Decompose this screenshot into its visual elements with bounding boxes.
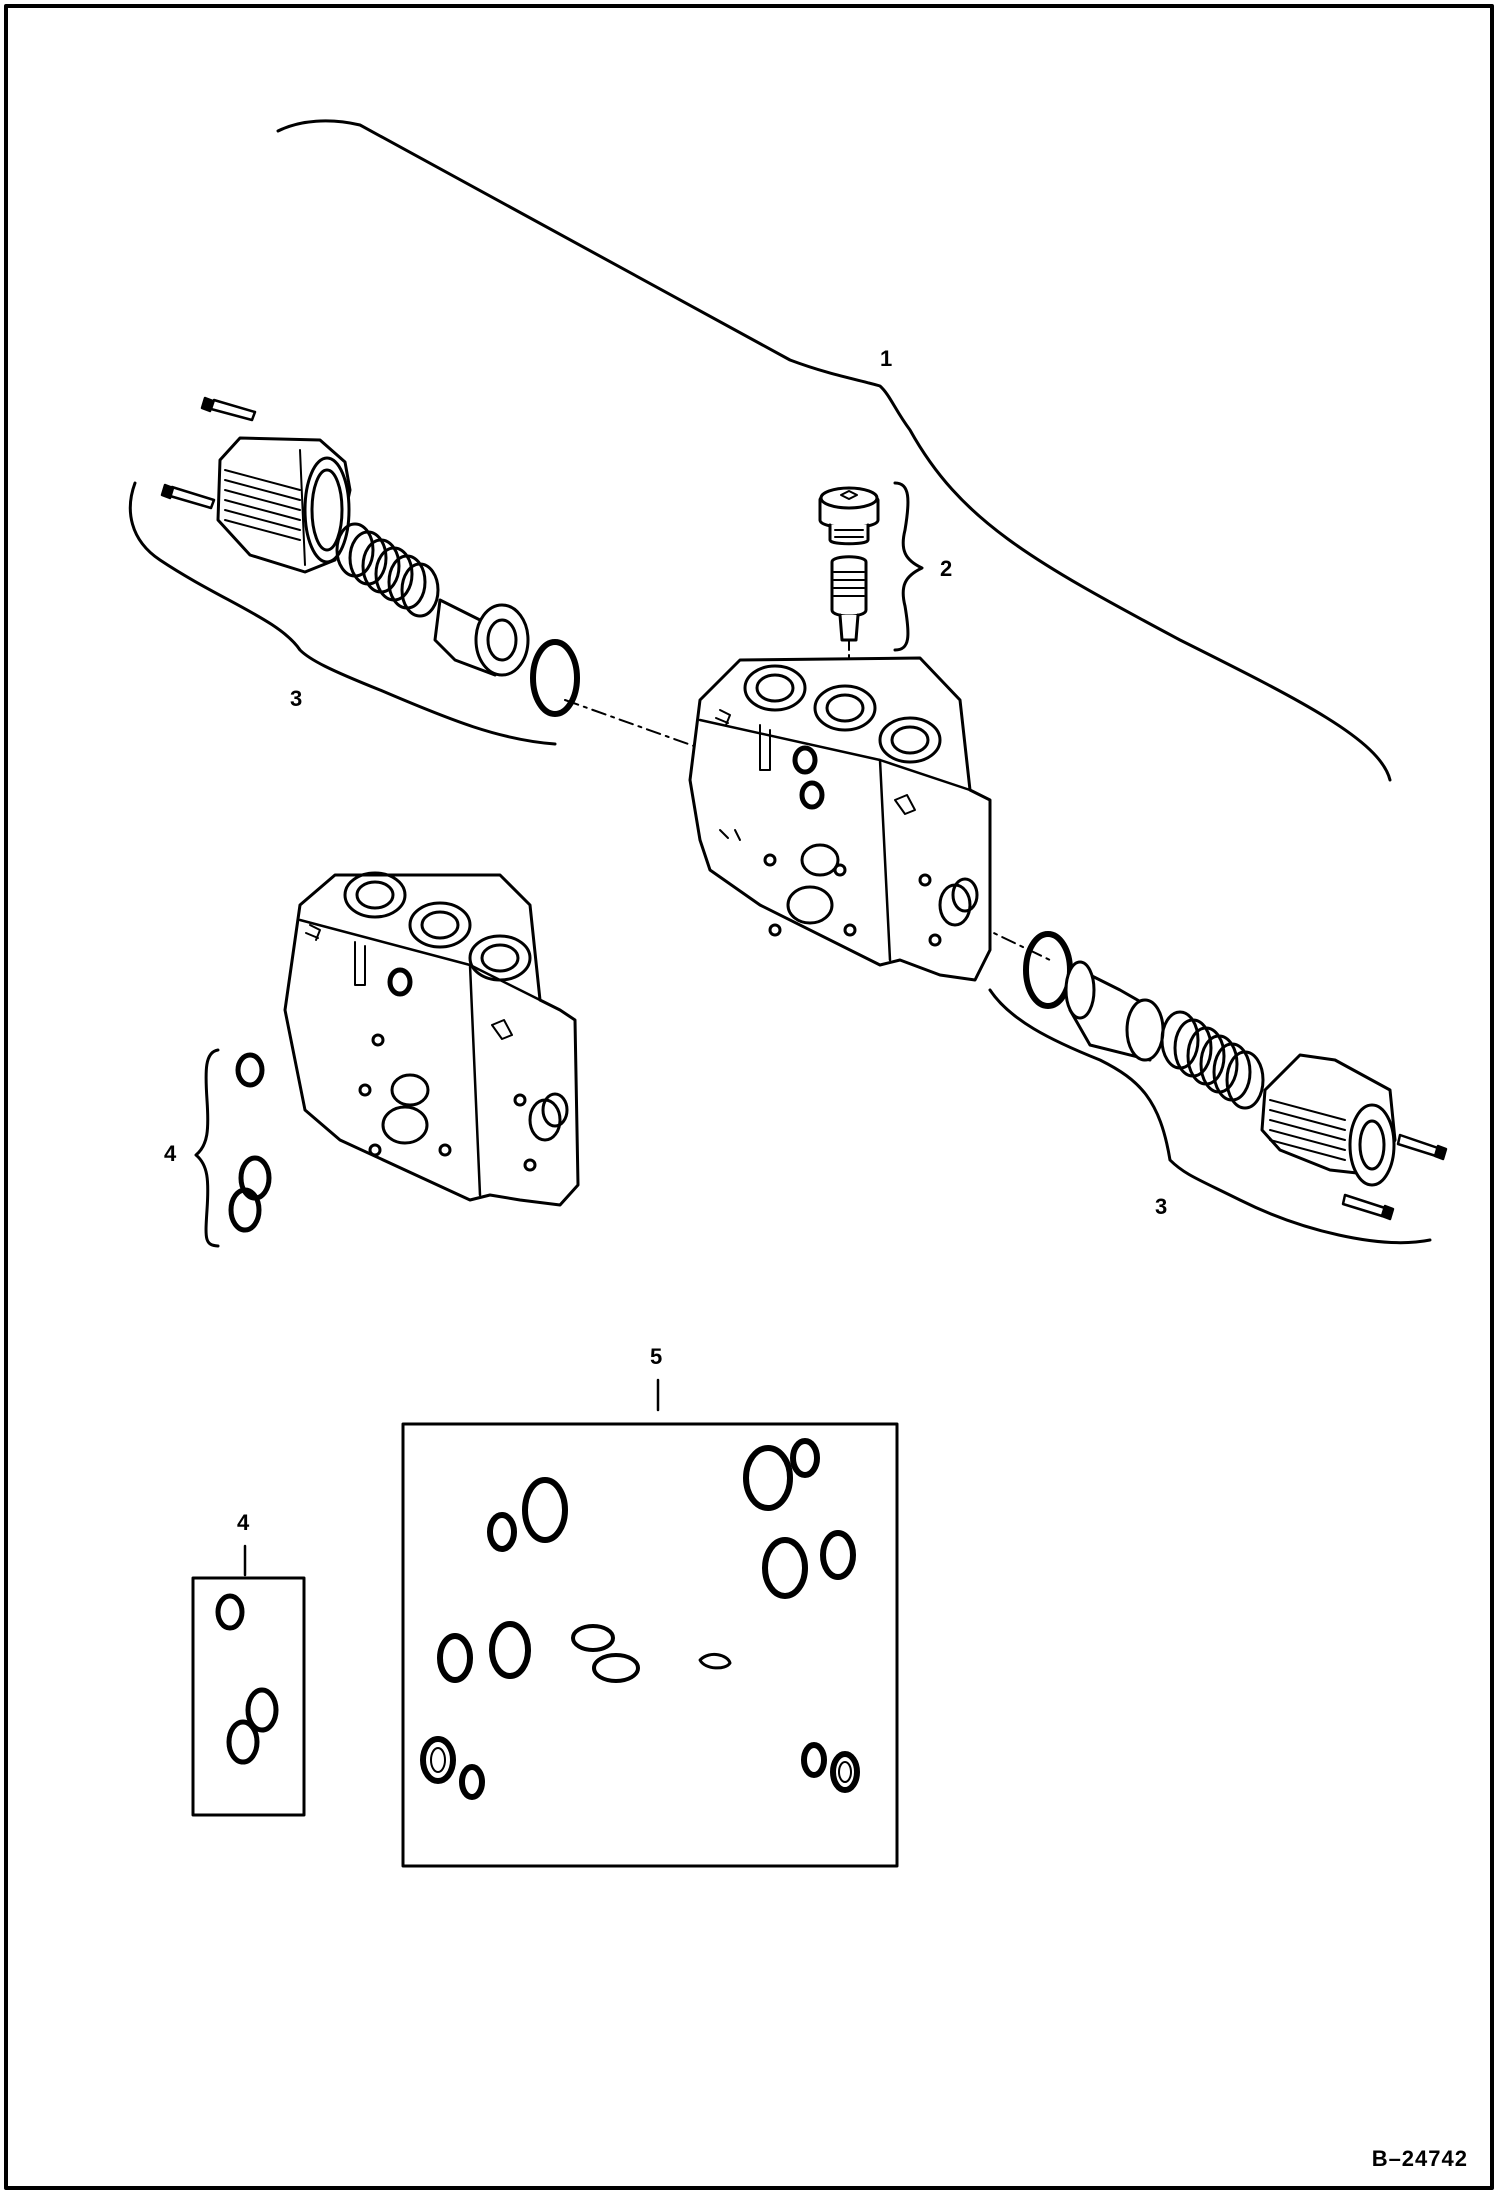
callout-item-4-left: 4: [164, 1141, 177, 1166]
spring-right: [1160, 1010, 1265, 1110]
bolt-lower-right: [1341, 1193, 1395, 1221]
brace-item-3-right: [988, 988, 1432, 1245]
end-cap-left: [216, 436, 352, 574]
valve-section-secondary: [283, 871, 580, 1207]
callout-item-1: 1: [880, 346, 893, 371]
o-ring-right: [1023, 931, 1073, 1009]
brace-item-3-left: [128, 481, 557, 746]
brace-item-4-left: [194, 1048, 220, 1248]
bolt-upper-right: [1396, 1133, 1448, 1161]
spring-seat-right: [1064, 960, 1165, 1062]
callout-item-4-box: 4: [237, 1510, 250, 1535]
bolt-lower-left: [160, 483, 216, 510]
kit-box-item-5: [401, 1422, 899, 1868]
relief-cartridge-item-2: [830, 555, 868, 642]
callout-item-3-right: 3: [1155, 1194, 1168, 1219]
end-cap-right: [1260, 1053, 1397, 1187]
drawing-number: B–24742: [1371, 2146, 1468, 2171]
centerline-right: [949, 911, 1051, 961]
kit-box-item-4: [191, 1576, 306, 1817]
spring-seat-left: [433, 598, 530, 677]
o-rings-item-4-left: [228, 1052, 272, 1233]
spring-left: [335, 522, 440, 618]
bolt-upper-left: [200, 396, 257, 422]
brace-item-1: [276, 119, 1392, 782]
brace-item-2: [893, 481, 924, 652]
callout-item-5: 5: [650, 1344, 663, 1369]
plug-item-2: [818, 486, 880, 546]
o-ring-left: [530, 639, 580, 717]
valve-section-main: [688, 656, 992, 982]
callout-item-2: 2: [940, 556, 953, 581]
callout-item-3-left: 3: [290, 686, 303, 711]
page-border: [4, 4, 1494, 2190]
